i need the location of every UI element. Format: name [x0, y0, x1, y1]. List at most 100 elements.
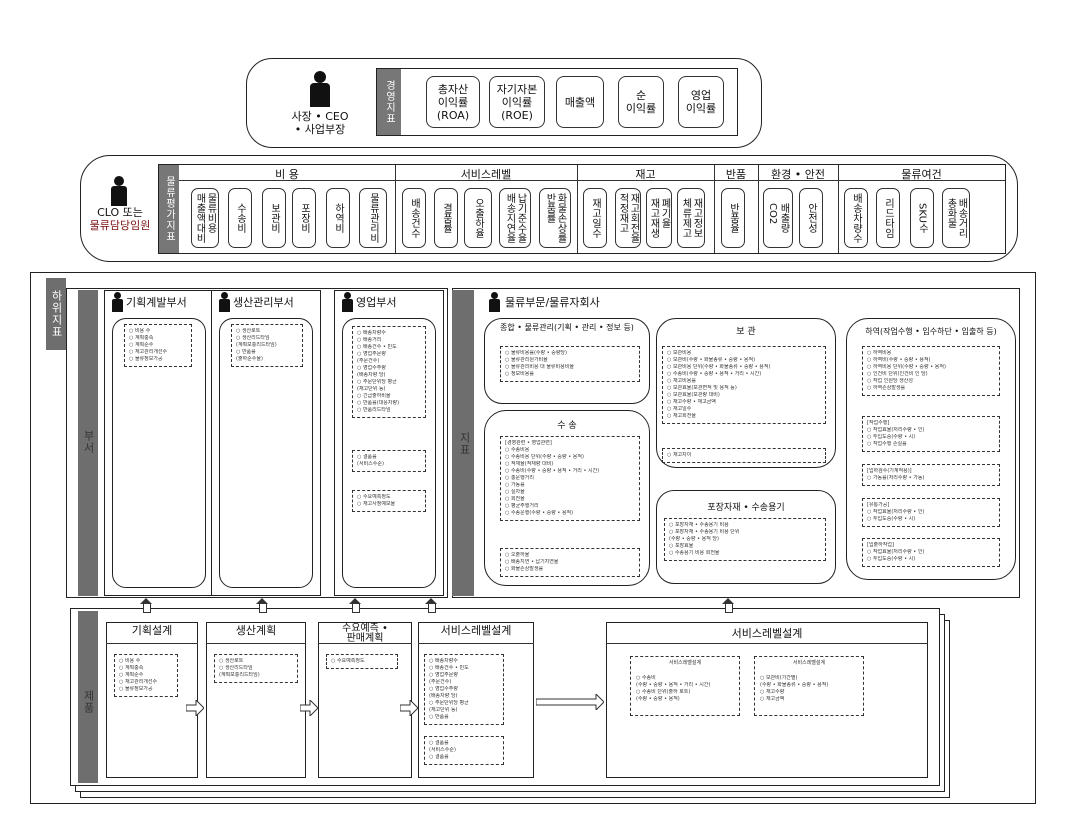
indicator-line: ○ 회전율	[505, 496, 525, 502]
up-arrow-icon	[140, 598, 152, 613]
logistics-kpi: 납기준수율 배송지연율	[499, 188, 531, 248]
storage-title: 보 관	[736, 327, 756, 337]
indicator-line: ○ 재고일수	[667, 406, 692, 412]
handling-title: 하역(작업수행 • 입수하단 • 입출하 등)	[865, 327, 997, 336]
indicator-line: [경영관련 • 영업관련]	[505, 440, 552, 446]
right-arrow-icon	[399, 698, 419, 718]
product-box	[106, 622, 198, 778]
indicator-line: ○ 물류관리비용 대 물류비용비율	[505, 364, 574, 370]
right-arrow-icon	[185, 698, 205, 718]
indicator-line: ○ 투입도중(수량 • 시)	[867, 516, 916, 522]
indicator-line: ○ 오출하율	[505, 552, 530, 558]
logistics-kpi: 보관비	[262, 188, 286, 248]
indicator-line: ○ 물류정보가공	[129, 356, 163, 362]
logistics-kpi: 폐기율 재고재생	[646, 188, 672, 248]
up-arrow-icon	[425, 598, 437, 613]
logistics-title: 물류부문/물류자회사	[505, 296, 600, 309]
indicator-line: ○ 보관효율(보관면적 및 용적 등)	[667, 385, 737, 391]
indicator-line: ○ 배송차량수	[429, 658, 458, 664]
indicator-line: ○ 작업수행 손실률	[867, 441, 907, 447]
up-arrow-icon	[722, 598, 734, 613]
indicator-line: ○ 총운행거리	[505, 475, 534, 481]
indicator-line: ○ 실차율	[505, 489, 525, 495]
service-left-title: 서비스레벨설계	[668, 660, 702, 666]
indicator-line: ○ 재고관리개선수	[119, 679, 158, 685]
department-label-bar	[78, 290, 98, 596]
indicator-line: (수량 • 화물종류 • 중량 • 용적)	[760, 682, 829, 688]
product-indicator-list: ○ 배송차량수○ 배송건수 • 빈도○ 영업주문량 (주문건수)○ 영업수주량 …	[424, 654, 504, 725]
indicator-line: ○ 보관비(기간별)	[760, 675, 798, 681]
indicator-line: (계획보충리드타임)	[219, 672, 260, 678]
indicator-line: ○ 결품률	[429, 754, 449, 760]
management-kpi: 매출액	[556, 76, 604, 128]
department-name: 기획계발부서	[126, 296, 187, 309]
indicator-line: ○ 포장효율	[669, 543, 694, 549]
department-person-icon	[342, 292, 353, 312]
management-kpi: 순 이익률	[618, 76, 664, 128]
indicator-line: (수량 • 중량 • 용적)	[636, 696, 680, 702]
management-kpi: 자기자본 이익률 (ROE)	[489, 76, 545, 128]
logistics-person-icon	[489, 292, 500, 312]
right-arrow-icon	[299, 698, 319, 718]
indicator-line: ○ 평균주행거리	[505, 503, 539, 509]
indicator-line: (재고단위 등)	[357, 386, 386, 392]
clo-person-icon	[111, 176, 127, 206]
indicator-line: [작업수행]	[867, 420, 890, 426]
indicator-line: ○ 배송건수 • 빈도	[429, 665, 469, 671]
indicator-line: ○ 포장자재 • 수송용기 비용 단위	[669, 529, 740, 535]
logistics-kpi: 리드타임	[876, 188, 900, 248]
indicator-label: 지표	[458, 432, 471, 456]
indicator-line: ○ 보관비용 단위(수량 • 화물종류 • 중량 • 용적)	[667, 364, 771, 370]
sub-indicator-title: 하위지표	[46, 278, 66, 350]
overall-title: 종합 • 물류관리(기획 • 관리 • 정보 등)	[500, 323, 634, 332]
indicator-line: ○ 생산로트	[219, 658, 244, 664]
logistics-kpi: 재고회전율 적정재고	[615, 188, 641, 248]
indicator-line: ○ 수송용기 비용 회전율	[669, 550, 720, 556]
indicator-line: (서비스수준)	[357, 461, 384, 467]
indicator-line: ○ 수송비(수량 • 중량 • 용적 • 거리 • 시간)	[667, 371, 762, 377]
indicator-line: ○ 물류비용률(수량 • 중량당)	[505, 350, 567, 356]
indicator-line: ○ 수송비용	[505, 447, 530, 453]
indicator-line: (계획보충리드타임)	[236, 342, 277, 348]
logistics-kpi: 화물손상률 반품률	[539, 188, 571, 248]
right-arrow-icon	[535, 692, 605, 712]
indicator-line: (수량 • 중량 • 용적 • 거리 • 시간)	[636, 682, 711, 688]
indicator-line: ○ 배송차량수	[357, 330, 386, 336]
indicator-line: ○ 화물손상발생률	[505, 566, 544, 572]
logistics-kpi: 반품율	[721, 188, 745, 248]
indicator-line: ○ 재고사정예보율	[357, 501, 396, 507]
indicator-line: ○ 수요예측정도	[331, 658, 365, 664]
indicator-line: ○ 수송비 단위(출하 로트)	[636, 689, 691, 695]
product-name: 기획설계	[131, 624, 173, 637]
indicator-line: [입출하작업]	[867, 542, 894, 548]
product-title-bar	[318, 622, 412, 644]
category-label: 재고	[635, 168, 656, 181]
indicator-line: ○ 가동률	[505, 482, 525, 488]
category-label: 서비스레벨	[460, 168, 512, 181]
department-indicator-list: ○ 비용 수○ 계획충족○ 계획준수○ 재고관리개선수○ 물류정보가공	[124, 324, 192, 367]
service-design-title: 서비스레벨설계	[731, 627, 803, 640]
logistics-kpi: 배송차량수	[844, 188, 868, 248]
indicator-line: ○ 계획충족	[129, 335, 154, 341]
category-divider	[714, 165, 715, 253]
handling-indicator-list: [입하검수(기계적용)]○ 가동률(처리수량 • 가동)	[862, 464, 1000, 486]
clo-label-line1: CLO 또는	[97, 206, 143, 219]
indicator-line: ○ 작업 인원당 생산성	[867, 378, 913, 384]
indicator-line: ○ 주문단위당 평균	[357, 379, 397, 385]
indicator-line: ○ 영업수주량	[357, 365, 386, 371]
department-indicator-list: ○ 배송차량수○ 배송거리○ 배송건수 • 빈도○ 영업주문량 (주문건수)○ …	[352, 326, 426, 418]
category-header-row	[179, 165, 1005, 181]
transport-title: 수 송	[557, 421, 577, 431]
indicator-line: ○ 결품률	[429, 740, 449, 746]
service-right-title: 서비스레벨설계	[792, 660, 826, 666]
indicator-line: ○ 계획충족	[119, 665, 144, 671]
logistics-kpi: 배출량 CO2	[763, 188, 793, 248]
product-name: 서비스레벨설계	[440, 624, 512, 637]
product-box	[318, 622, 412, 778]
logistics-kpi: 하역비	[326, 188, 350, 248]
indicator-line: ○ 투입도중(수량 • 시)	[867, 556, 916, 562]
handling-indicator-list: ○ 하역비용○ 하역비(수량 • 중량 • 용적)○ 하역비용 단위(수량 • …	[862, 346, 1000, 396]
indicator-line: ○ 수송비	[636, 675, 656, 681]
service-left-list: ○ 수송비 (수량 • 중량 • 용적 • 거리 • 시간)○ 수송비 단위(출…	[632, 672, 736, 706]
up-arrow-icon	[256, 598, 268, 613]
